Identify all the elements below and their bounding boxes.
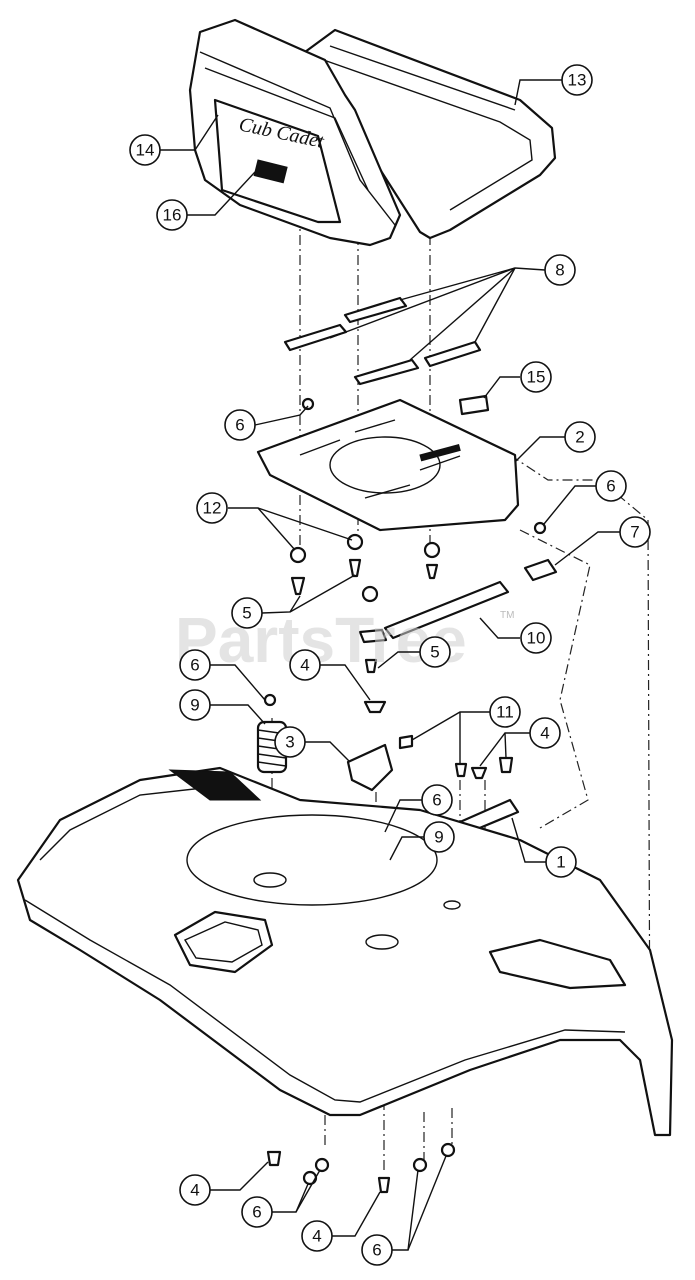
- svg-text:16: 16: [163, 206, 182, 225]
- svg-text:12: 12: [203, 499, 222, 518]
- svg-text:15: 15: [527, 368, 546, 387]
- decal-15: [458, 394, 490, 416]
- svg-text:11: 11: [496, 703, 514, 722]
- callout-1: 1: [545, 846, 577, 878]
- svg-text:8: 8: [555, 261, 564, 280]
- callout-14: 14: [129, 134, 161, 166]
- svg-text:14: 14: [136, 141, 155, 160]
- callouts: 13 14 16 8 15 6 2 6 12 7 5 5 10 6 4 11 9…: [129, 64, 651, 1266]
- callout-10: 10: [520, 622, 552, 654]
- svg-text:6: 6: [432, 791, 441, 810]
- seat-bar: [383, 580, 510, 640]
- leader-lines: [160, 79, 620, 1251]
- callout-3: 3: [274, 726, 306, 758]
- svg-text:6: 6: [252, 1203, 261, 1222]
- callout-12: 12: [196, 492, 228, 524]
- model-badge: [253, 159, 288, 184]
- svg-text:6: 6: [372, 1241, 381, 1260]
- callout-2: 2: [564, 421, 596, 453]
- callout-5-b: 5: [419, 636, 451, 668]
- svg-text:6: 6: [190, 656, 199, 675]
- svg-text:4: 4: [540, 724, 549, 743]
- svg-text:6: 6: [606, 477, 615, 496]
- svg-text:13: 13: [568, 71, 587, 90]
- svg-text:1: 1: [556, 853, 565, 872]
- seat-pan: [256, 398, 520, 532]
- bracket-3: [346, 743, 394, 792]
- callout-8: 8: [544, 254, 576, 286]
- svg-text:9: 9: [190, 696, 199, 715]
- callout-6-a: 6: [224, 409, 256, 441]
- svg-text:5: 5: [242, 604, 251, 623]
- seat: Cub Cadet: [188, 18, 557, 247]
- callout-6-e: 6: [241, 1196, 273, 1228]
- svg-text:4: 4: [190, 1181, 199, 1200]
- callout-6-f: 6: [361, 1234, 393, 1266]
- callout-13: 13: [561, 64, 593, 96]
- watermark-tm: TM: [500, 610, 514, 621]
- svg-text:4: 4: [312, 1227, 321, 1246]
- callout-9-a: 9: [179, 689, 211, 721]
- svg-text:4: 4: [300, 656, 309, 675]
- latch: [523, 558, 558, 582]
- seat-rails: [283, 296, 482, 386]
- svg-text:2: 2: [575, 428, 584, 447]
- callout-5-a: 5: [231, 597, 263, 629]
- callout-4-c: 4: [179, 1174, 211, 1206]
- callout-4-b: 4: [529, 717, 561, 749]
- callout-9-b: 9: [423, 821, 455, 853]
- callout-4-d: 4: [301, 1220, 333, 1252]
- svg-text:5: 5: [430, 643, 439, 662]
- callout-11: 11: [489, 696, 521, 728]
- callout-6-c: 6: [179, 649, 211, 681]
- callout-7: 7: [619, 516, 651, 548]
- svg-text:7: 7: [630, 523, 639, 542]
- callout-6-d: 6: [421, 784, 453, 816]
- svg-text:6: 6: [235, 416, 244, 435]
- fender-body: [16, 766, 674, 1137]
- svg-text:9: 9: [434, 828, 443, 847]
- callout-15: 15: [520, 361, 552, 393]
- callout-16: 16: [156, 199, 188, 231]
- svg-text:10: 10: [527, 629, 546, 648]
- callout-6-b: 6: [595, 470, 627, 502]
- callout-4-a: 4: [289, 649, 321, 681]
- bottom-hardware: [266, 1142, 456, 1194]
- svg-text:3: 3: [285, 733, 294, 752]
- watermark: PartsTree: [175, 604, 467, 676]
